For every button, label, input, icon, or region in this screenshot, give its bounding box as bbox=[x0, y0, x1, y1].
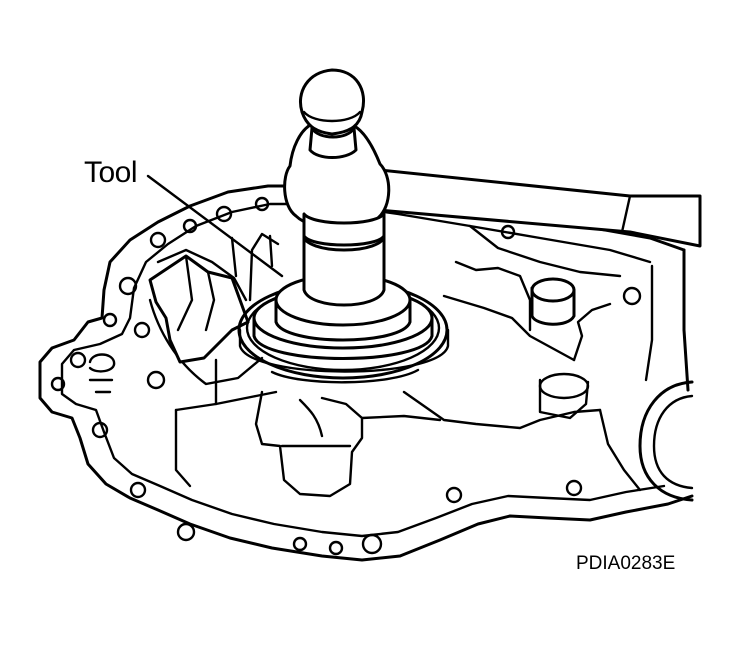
tool-leader-line bbox=[146, 174, 284, 278]
transmission-case bbox=[38, 184, 694, 562]
figure-code: PDIA0283E bbox=[576, 553, 676, 574]
seal-installer-tool bbox=[252, 220, 434, 360]
hammer bbox=[283, 68, 702, 248]
tool-label: Tool bbox=[84, 156, 138, 189]
